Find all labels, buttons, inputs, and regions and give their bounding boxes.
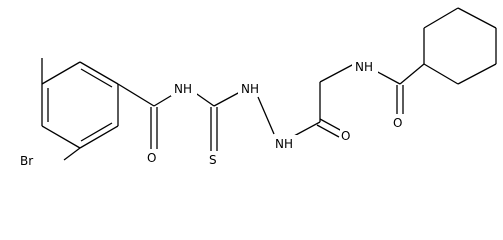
bond xyxy=(213,91,241,107)
bond xyxy=(63,147,81,161)
bond xyxy=(457,63,497,85)
bond xyxy=(457,7,497,29)
chemical-structure: Br O NH S NH NH O NH O xyxy=(18,7,497,168)
bond xyxy=(80,68,113,88)
bond xyxy=(117,83,155,107)
atom-nh-hydrazine2: NH xyxy=(275,137,293,151)
bond xyxy=(79,125,119,149)
bond xyxy=(399,63,425,85)
bond xyxy=(41,61,81,85)
bond xyxy=(373,69,401,85)
atom-nh-amide: NH xyxy=(174,82,192,96)
bond xyxy=(423,63,459,85)
atom-nh-hydrazine1: NH xyxy=(241,82,259,96)
bond xyxy=(79,61,119,85)
atom-labels: Br O NH S NH NH O NH O xyxy=(18,58,408,168)
bond xyxy=(319,118,343,132)
bonds xyxy=(41,7,497,161)
bond xyxy=(316,124,340,138)
atom-s: S xyxy=(209,153,217,167)
bond xyxy=(319,63,355,83)
bond xyxy=(423,7,459,29)
bond xyxy=(153,93,175,107)
atom-o-amide2: O xyxy=(341,129,350,143)
bond xyxy=(293,121,321,137)
atom-nh-glycine: NH xyxy=(355,60,373,74)
bond xyxy=(41,125,81,149)
atom-br: Br xyxy=(20,154,33,168)
bond xyxy=(193,91,215,107)
bond xyxy=(80,122,113,142)
atom-o-amide3: O xyxy=(393,116,402,130)
atom-o-amide1: O xyxy=(147,151,156,165)
bond xyxy=(257,96,275,135)
